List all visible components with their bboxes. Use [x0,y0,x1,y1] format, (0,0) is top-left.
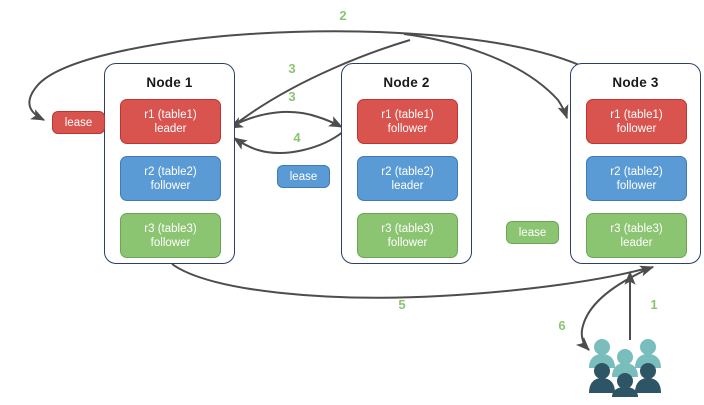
replica-name: r3 (table3) [144,222,197,235]
replica-role: leader [620,236,653,249]
replica-node1-r3[interactable]: r3 (table3) follower [120,213,221,258]
replica-name: r3 (table3) [381,222,434,235]
replica-name: r1 (table1) [144,108,197,121]
node-title-1: Node 1 [146,75,193,90]
step-label-3-lower: 3 [288,89,296,104]
replica-node3-r3[interactable]: r3 (table3) leader [586,213,687,258]
node-box-3[interactable]: Node 3 r1 (table1) follower r2 (table2) … [570,63,701,264]
lease-label: lease [518,226,547,239]
replica-role: follower [387,236,428,249]
node-title-3: Node 3 [612,75,659,90]
lease-badge-blue[interactable]: lease [277,165,330,188]
replica-name: r2 (table2) [610,165,663,178]
replica-role: follower [387,122,428,135]
replica-role: leader [154,122,187,135]
lease-label: lease [289,170,318,183]
lease-badge-red[interactable]: lease [52,111,105,134]
replica-node1-r2[interactable]: r2 (table2) follower [120,156,221,201]
step-label-5: 5 [398,297,406,312]
step-label-1: 1 [650,297,658,312]
lease-badge-green[interactable]: lease [506,221,559,244]
node-box-2[interactable]: Node 2 r1 (table1) follower r2 (table2) … [341,63,472,264]
replica-node3-r2[interactable]: r2 (table2) follower [586,156,687,201]
replica-role: leader [391,179,424,192]
node-box-1[interactable]: Node 1 r1 (table1) leader r2 (table2) fo… [104,63,235,264]
replica-node3-r1[interactable]: r1 (table1) follower [586,99,687,144]
step-label-6: 6 [558,318,566,333]
step-label-3-upper: 3 [288,61,296,76]
lease-label: lease [64,116,93,129]
replica-role: follower [616,122,657,135]
arrow-step-3-node1-to-node2 [231,110,344,128]
replica-name: r1 (table1) [381,108,434,121]
replica-role: follower [150,179,191,192]
step-label-4: 4 [293,130,301,145]
replica-node2-r3[interactable]: r3 (table3) follower [357,213,458,258]
replica-node2-r2[interactable]: r2 (table2) leader [357,156,458,201]
step-label-2: 2 [339,8,347,23]
replica-node1-r1[interactable]: r1 (table1) leader [120,99,221,144]
replica-name: r2 (table2) [381,165,434,178]
replica-name: r1 (table1) [610,108,663,121]
arrow-step-5 [171,263,655,299]
replica-name: r2 (table2) [144,165,197,178]
replica-node2-r1[interactable]: r1 (table1) follower [357,99,458,144]
users-icon [589,339,661,397]
node-title-2: Node 2 [383,75,430,90]
replica-role: follower [150,236,191,249]
replica-role: follower [616,179,657,192]
replica-name: r3 (table3) [610,222,663,235]
